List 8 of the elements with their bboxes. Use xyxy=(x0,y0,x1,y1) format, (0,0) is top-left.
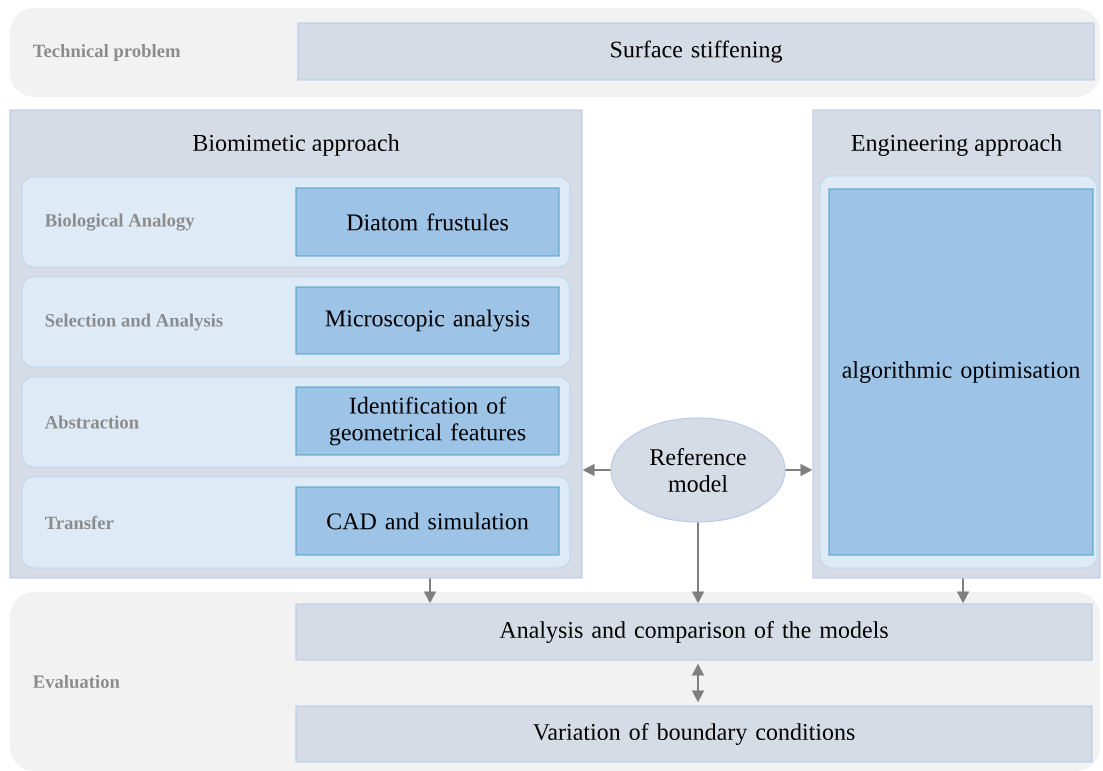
step-box: CAD and simulation xyxy=(295,486,560,556)
problem-box: Surface stiffening xyxy=(297,22,1095,81)
optimisation-box: algorithmic optimisation xyxy=(828,188,1094,556)
result-box: Variation of boundary conditions xyxy=(295,705,1093,763)
step-box: Microscopic analysis xyxy=(295,286,560,355)
result-box: Analysis and comparison of the models xyxy=(295,603,1093,661)
step-box: Diatom frustules xyxy=(295,187,560,257)
step-box: Identification of geometrical features xyxy=(295,386,560,456)
